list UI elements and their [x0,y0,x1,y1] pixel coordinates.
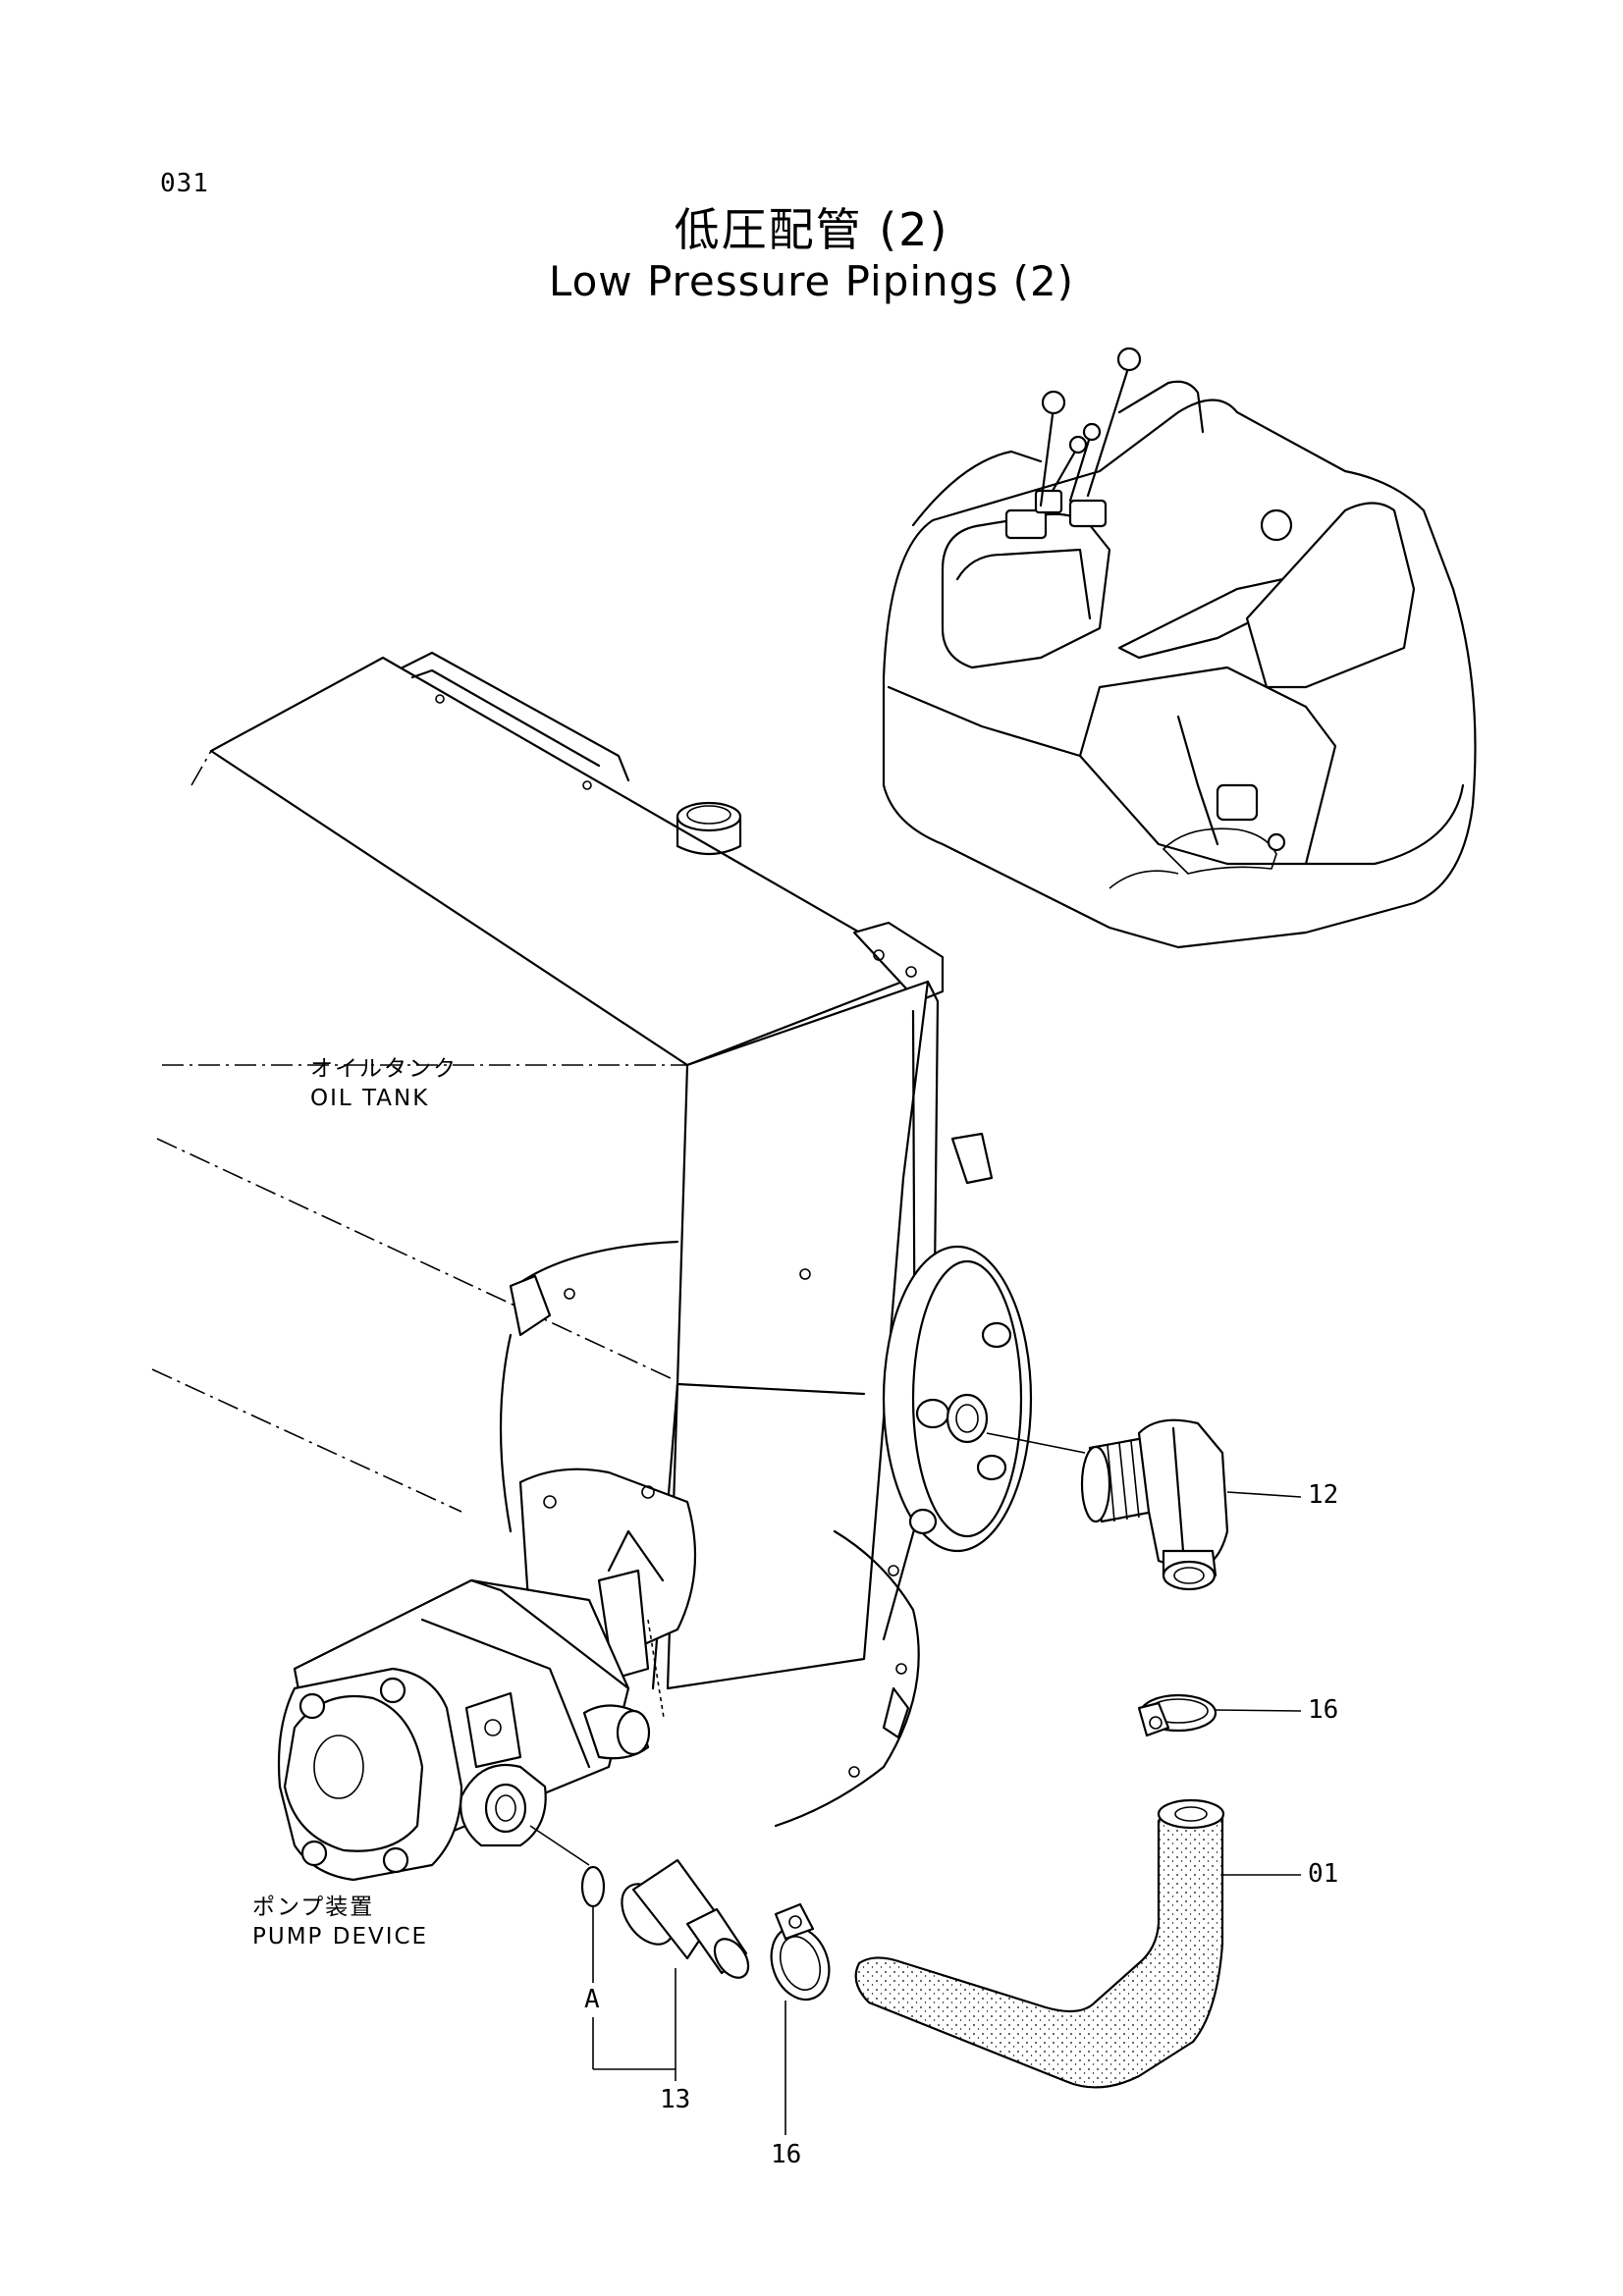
part-16-clamp-right [1137,1693,1302,1737]
page-number: 031 [160,169,209,198]
oil-tank-label: オイルタンク OIL TANK [310,1054,458,1113]
oil-tank [151,651,994,1690]
part-12-elbow [1080,1418,1302,1591]
title-english: Low Pressure Pipings (2) [548,257,1075,305]
suction-flange [882,1245,1086,1553]
pump-device-label-en: PUMP DEVICE [252,1924,429,1949]
title-japanese: 低圧配管 (2) [674,203,949,256]
reference-letter-a: A [584,1985,600,2014]
engine-flange [499,1240,920,1828]
oil-tank-label-en: OIL TANK [310,1086,430,1111]
pump-device-label: ポンプ装置 PUMP DEVICE [252,1893,428,1951]
callout-16-right: 16 [1308,1695,1339,1725]
callout-16-bottom: 16 [771,2140,802,2169]
part-01-hose [854,1798,1301,2089]
pump-device [277,1468,697,1882]
machine-overview [882,347,1477,949]
part-13-fitting [580,1858,750,2081]
pump-device-label-ja: ポンプ装置 [252,1895,375,1920]
callout-13: 13 [660,2085,691,2114]
oil-tank-label-ja: オイルタンク [310,1056,458,1082]
callout-01: 01 [1308,1859,1339,1889]
callout-12: 12 [1308,1480,1339,1510]
part-16-clamp-bottom [770,1902,831,2135]
